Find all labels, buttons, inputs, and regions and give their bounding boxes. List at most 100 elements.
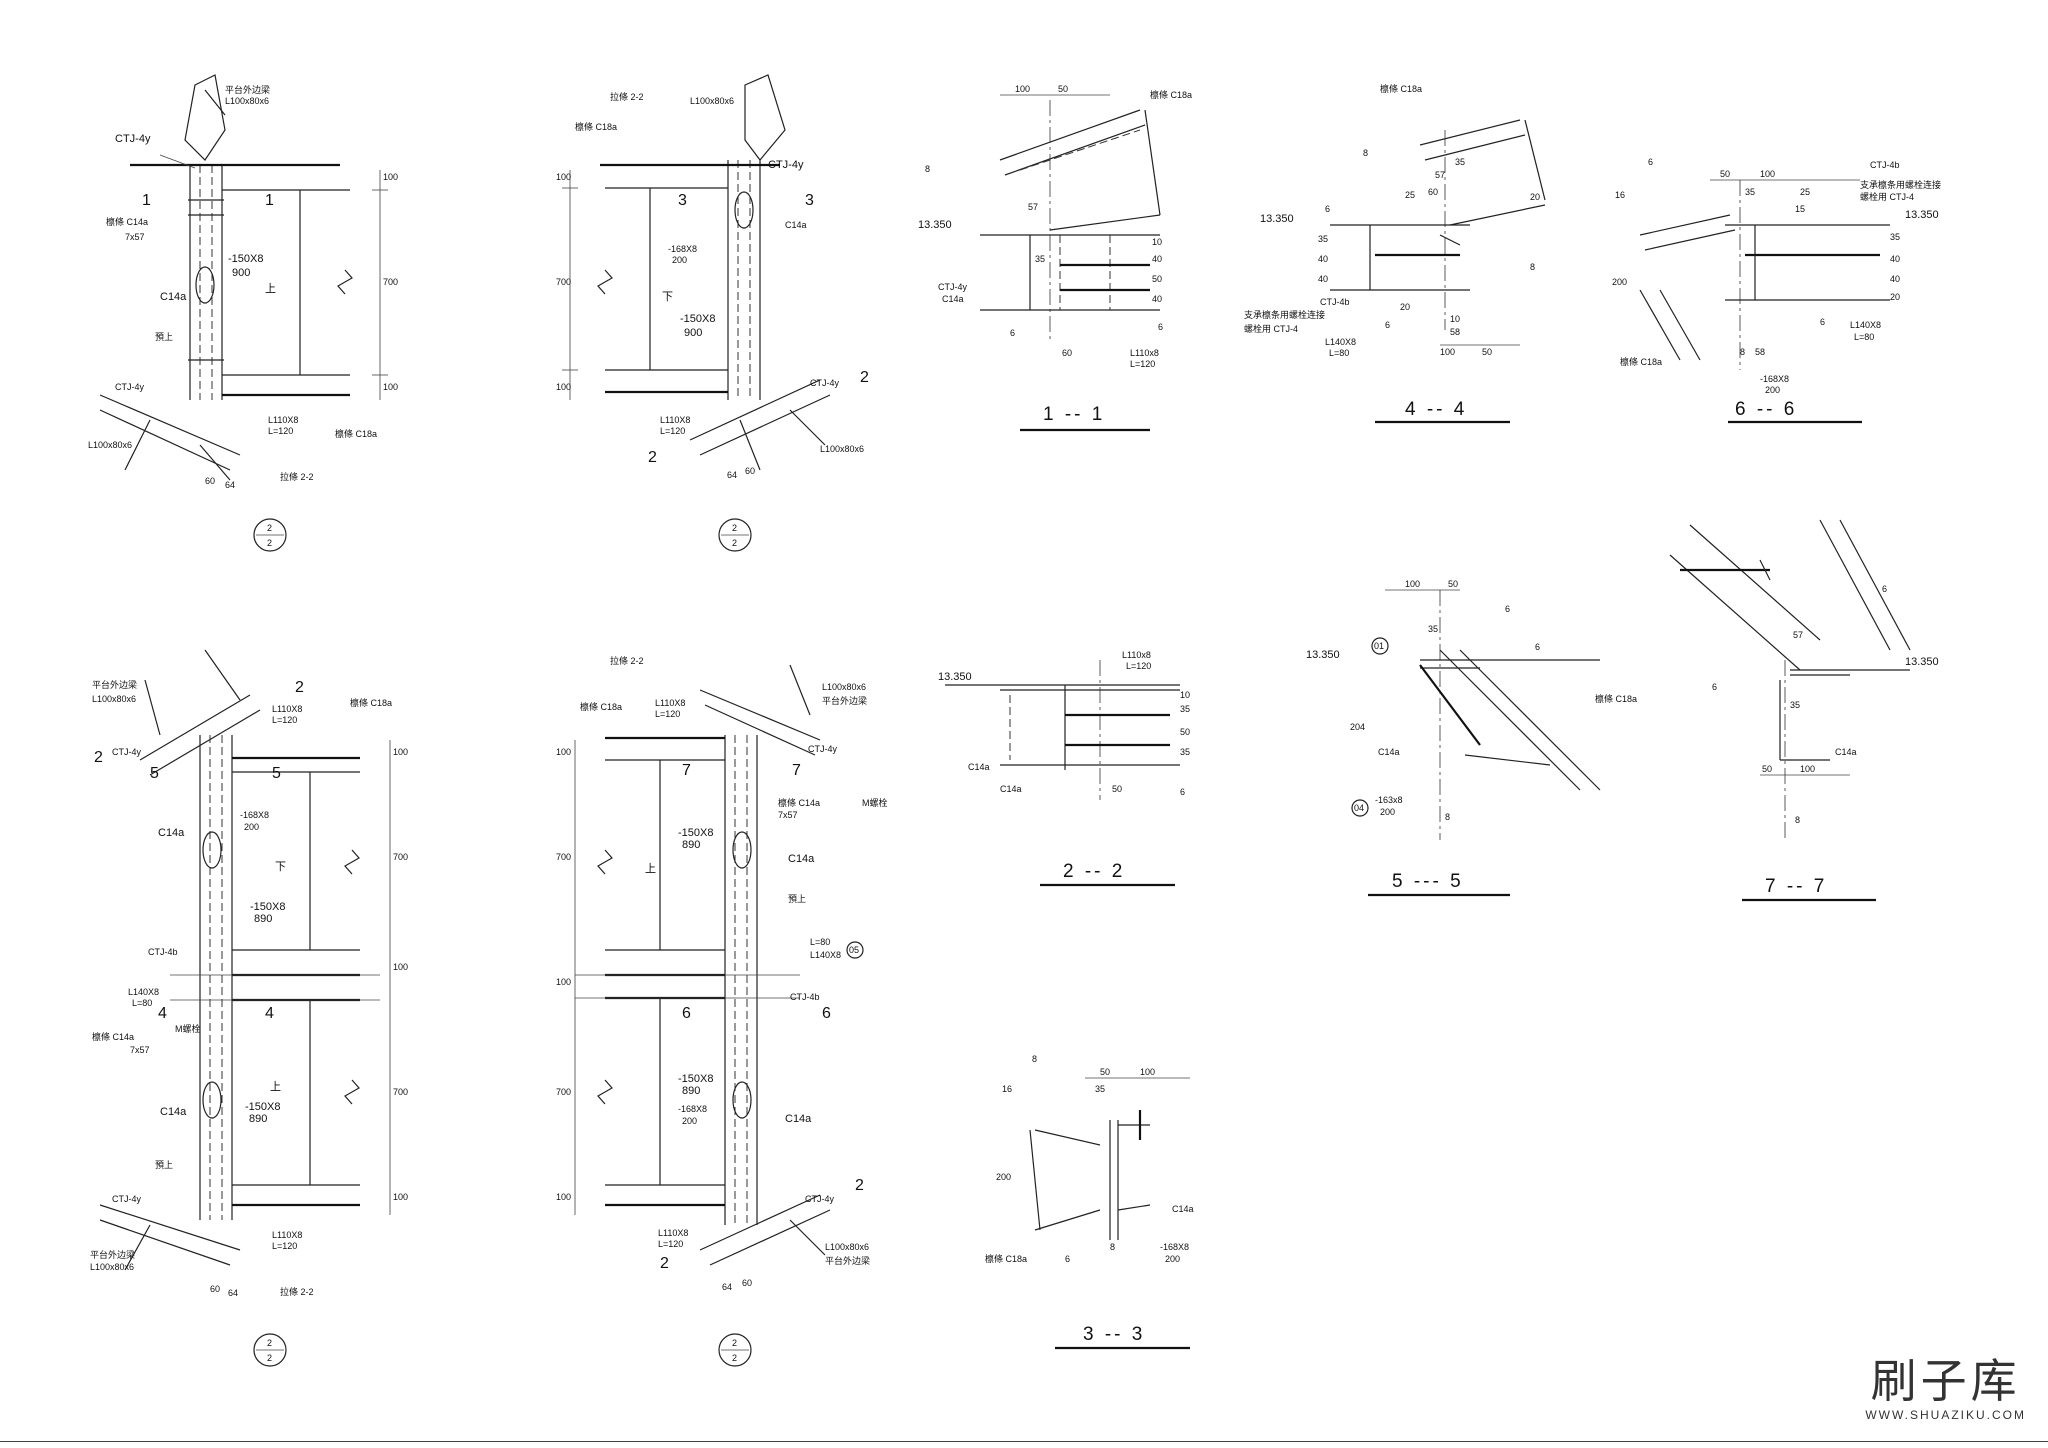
label-8: 8 <box>1445 812 1450 822</box>
dim-100: 100 <box>556 382 571 392</box>
label-lhc: 拉條 2-2 <box>610 655 644 666</box>
section-mark-3: 3 <box>678 192 687 209</box>
label-pl150: -150X8 <box>245 1101 280 1113</box>
section-mark-1: 1 <box>265 192 274 209</box>
label-6: 6 <box>1325 204 1330 214</box>
section-mark-2: 2 <box>94 749 103 766</box>
label-up: 上 <box>270 1080 281 1093</box>
dim-100: 100 <box>383 382 398 392</box>
dim-700: 700 <box>556 277 571 287</box>
label-pl150: -150X8 <box>678 1073 713 1085</box>
dim-60: 60 <box>205 476 215 486</box>
label-pl150: -150X8 <box>680 313 715 325</box>
label-elev: 13.350 <box>1905 209 1939 221</box>
label-down: 下 <box>275 861 286 873</box>
label-l100: L100x80x6 <box>88 440 132 450</box>
label-pt: 平台外边梁 <box>225 84 270 95</box>
label-elev: 13.350 <box>1260 213 1294 225</box>
dim-64: 64 <box>225 480 235 490</box>
section-title-7-7: 7 -- 7 <box>1765 876 1827 897</box>
section-mark-2: 2 <box>860 369 869 386</box>
label-l100: L100x80x6 <box>822 682 866 692</box>
section-title-2-2: 2 -- 2 <box>1063 861 1125 882</box>
section-2-2: 13.350 L110x8 L=120 10 35 50 35 C14a C14… <box>938 650 1190 887</box>
label-c14a: C14a <box>788 853 815 865</box>
label-890: 890 <box>682 839 700 851</box>
label-pt: 平台外边梁 <box>825 1255 870 1266</box>
label-l100: L100x80x6 <box>90 1262 134 1272</box>
label-l110: L110X8 <box>268 415 298 425</box>
section-mark-2: 2 <box>648 449 657 466</box>
dim-35: 35 <box>1318 234 1328 244</box>
label-hole: 預上 <box>788 894 806 904</box>
section-mark-5: 5 <box>272 765 281 782</box>
label-pl168: -168X8 <box>1760 374 1789 384</box>
label-pl163: -163x8 <box>1375 795 1403 805</box>
dim-35: 35 <box>1095 1084 1105 1094</box>
label-200: 200 <box>672 255 687 265</box>
label-ch-c18a: 檩條 C18a <box>1150 89 1192 100</box>
dim-35: 35 <box>1180 747 1190 757</box>
dim-35: 35 <box>1745 187 1755 197</box>
section-title-3-3: 3 -- 3 <box>1083 1324 1145 1345</box>
dim-25: 25 <box>1800 187 1810 197</box>
label-c14a: C14a <box>160 291 187 303</box>
label-lhc: 拉條 2-2 <box>280 471 314 482</box>
dim-50: 50 <box>1482 347 1492 357</box>
dim-200: 200 <box>1612 277 1627 287</box>
label-hole: 預上 <box>155 1160 173 1170</box>
label-200: 200 <box>1380 807 1395 817</box>
label-7x57: 7x57 <box>125 232 145 242</box>
label-ctj4b: CTJ-4b <box>148 947 178 957</box>
dim-50: 50 <box>1058 84 1068 94</box>
label-l100: L100x80x6 <box>820 444 864 454</box>
label-pt: 平台外边梁 <box>90 1249 135 1260</box>
section-mark-2: 2 <box>660 1255 669 1272</box>
label-ch-c14a: 檩條 C14a <box>106 216 148 227</box>
dim-50: 50 <box>1720 169 1730 179</box>
label-l120: L=120 <box>655 709 680 719</box>
dim-60: 60 <box>742 1278 752 1288</box>
label-7x57: 7x57 <box>778 810 798 820</box>
detail-ref-num: 2 <box>732 523 737 533</box>
dim-64: 64 <box>228 1288 238 1298</box>
dim-20: 20 <box>1890 292 1900 302</box>
section-mark-1: 1 <box>142 192 151 209</box>
detail-ref-circle <box>253 518 287 552</box>
label-ctj4y: CTJ-4y <box>115 382 144 392</box>
label-c14a: C14a <box>1378 747 1400 757</box>
label-l100: L100x80x6 <box>690 96 734 106</box>
section-5-5: 100 50 13.350 01 35 6 6 檩條 C18a 204 C14a… <box>1306 579 1637 897</box>
section-mark-4: 4 <box>158 1005 167 1022</box>
section-mark-5: 5 <box>150 765 159 782</box>
section-1-1: 100 50 檩條 C18a 8 13.350 57 35 CTJ-4y C14… <box>918 84 1192 432</box>
label-hole: 預上 <box>155 332 173 342</box>
dim-10: 10 <box>1180 690 1190 700</box>
label-ch-c18a: 檩條 C18a <box>1380 83 1422 94</box>
dim-20: 20 <box>1400 302 1410 312</box>
label-c14a: C14a <box>785 1113 812 1125</box>
label-l140: L140X8 <box>810 950 841 960</box>
label-l110: L110X8 <box>658 1228 688 1238</box>
detail-ref-sheet: 2 <box>267 1353 272 1363</box>
label-8: 8 <box>1530 262 1535 272</box>
label-pl168: -168X8 <box>668 244 697 254</box>
dim-57: 57 <box>1028 202 1038 212</box>
label-6: 6 <box>1712 682 1717 692</box>
label-lhc: 拉條 2-2 <box>610 91 644 102</box>
label-ctj4y: CTJ-4y <box>115 133 151 145</box>
dim-57: 57 <box>1435 170 1445 180</box>
section-6-6: 50 100 6 16 200 CTJ-4b 支承檩条用螺栓连接 螺栓用 CTJ… <box>1612 157 1941 424</box>
dim-40: 40 <box>1890 254 1900 264</box>
label-l110: L110x8 <box>1130 348 1159 358</box>
dim-100: 100 <box>1405 579 1420 589</box>
label-l120: L=120 <box>268 426 293 436</box>
dim-40: 40 <box>1890 274 1900 284</box>
label-l140: L140X8 <box>128 987 159 997</box>
dim-100: 100 <box>556 172 571 182</box>
dim-25: 25 <box>1405 190 1415 200</box>
label-down: 下 <box>662 291 673 303</box>
label-pt: 平台外边梁 <box>822 695 867 706</box>
label-l140: L140X8 <box>1850 320 1881 330</box>
